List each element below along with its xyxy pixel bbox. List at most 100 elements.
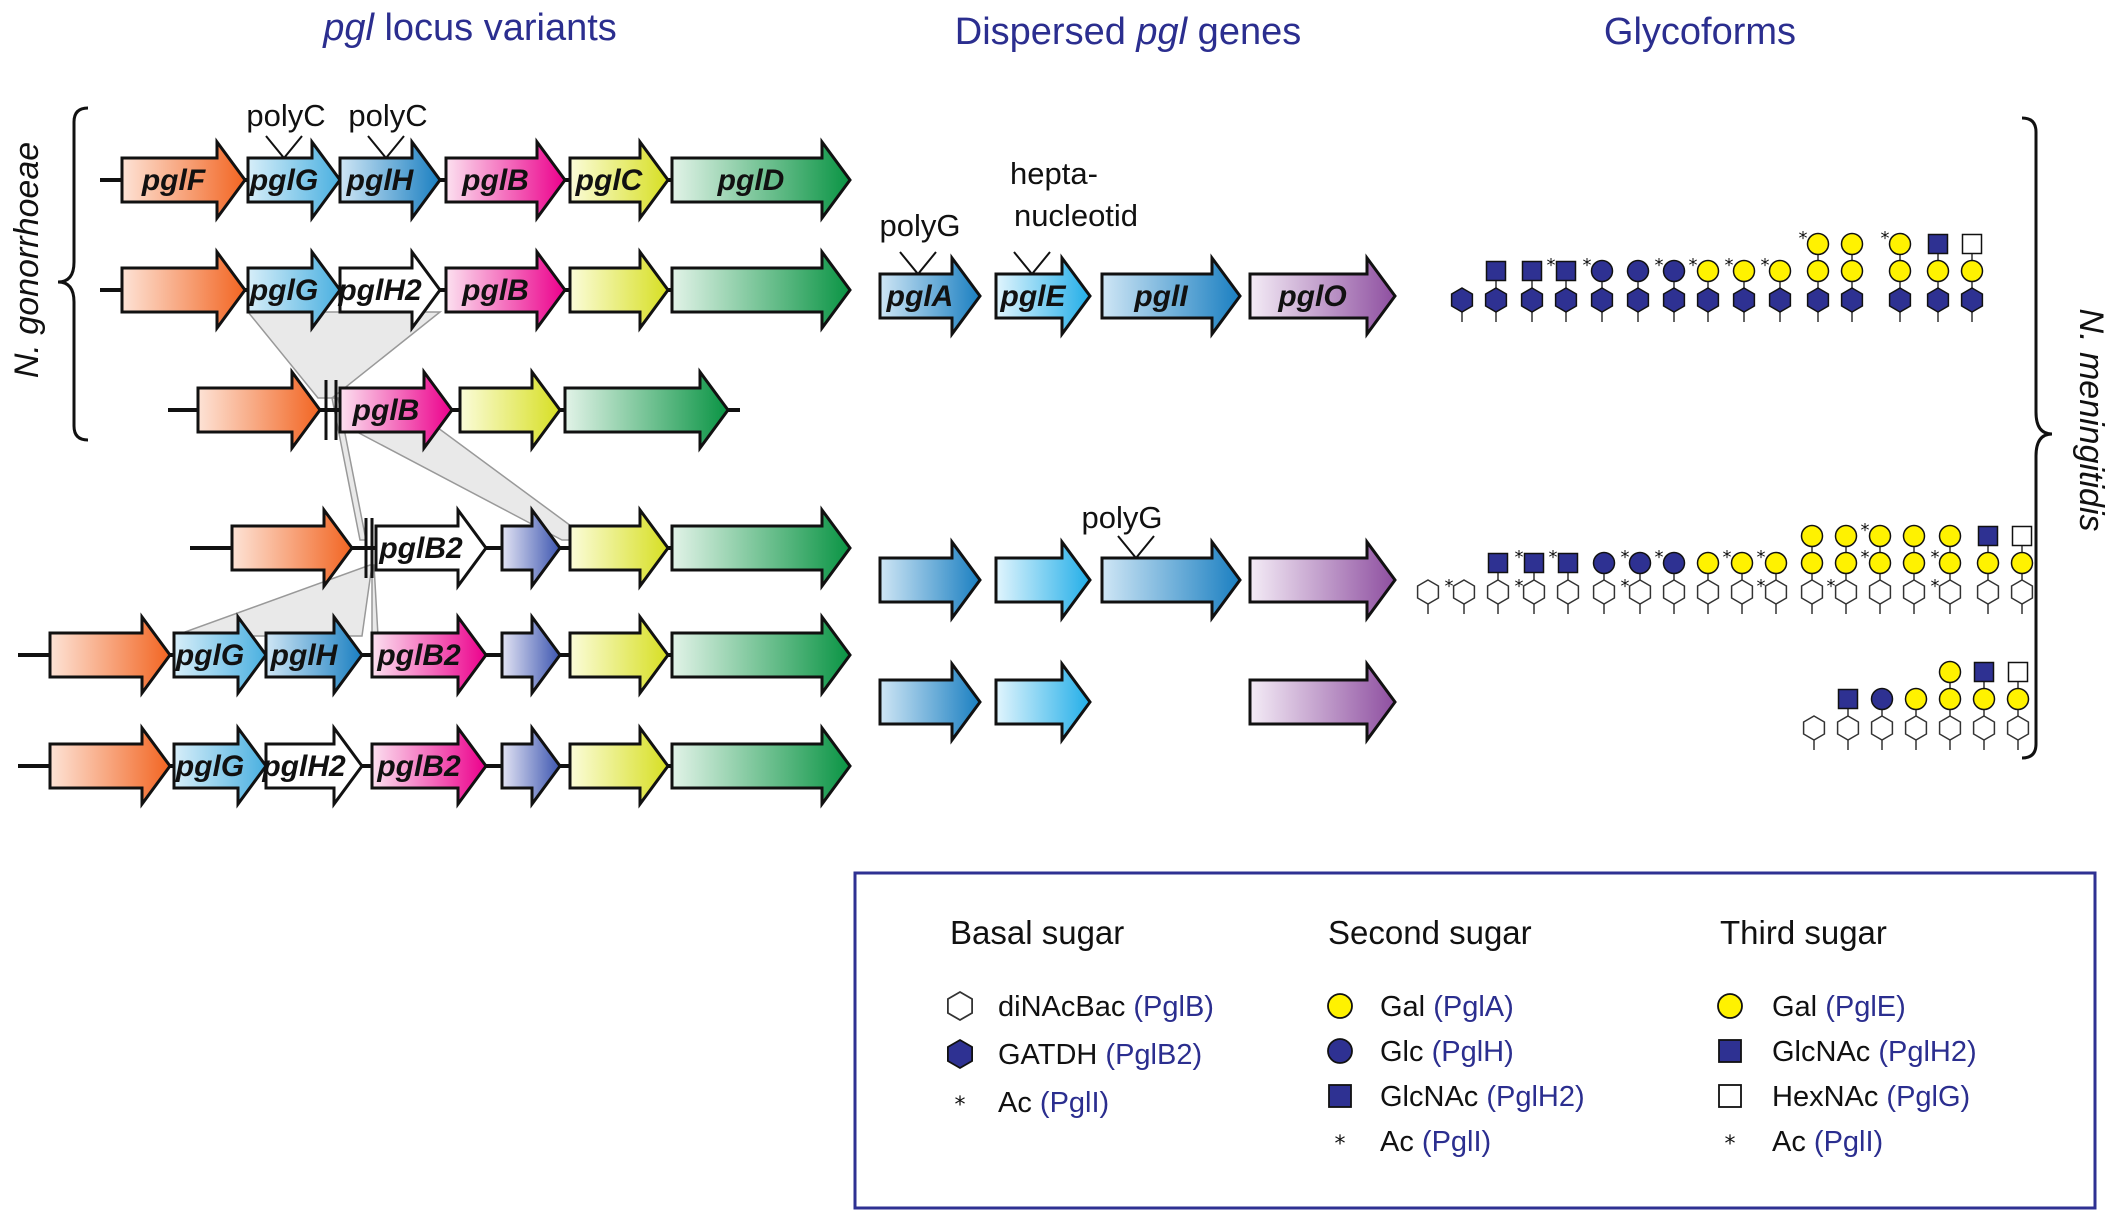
- gatdh-hexagon: [1960, 287, 1984, 313]
- dinacbac-hexagon: [1902, 579, 1926, 605]
- pglI-label: pglI: [1133, 280, 1188, 313]
- dinacbac-hexagon: [1976, 579, 2000, 605]
- cyan-gene-arrow: [994, 659, 1092, 745]
- pglC-label: pglC: [575, 164, 644, 197]
- hexnac-square: [1961, 233, 1983, 255]
- acetyl-asterisk: *: [1931, 547, 1940, 568]
- legend-glc-circle-icon: [1327, 1038, 1353, 1064]
- legend-asterisk-icon: *: [955, 1093, 966, 1118]
- acetyl-asterisk: *: [1655, 547, 1664, 568]
- glcnac-square: [1977, 525, 1999, 547]
- gal-circle: [1840, 259, 1864, 283]
- legend-square-filled-icon: [1718, 1039, 1742, 1063]
- orange-gene-arrow: [230, 505, 354, 591]
- pglB-label: pglB: [352, 394, 420, 427]
- legend-basal-item: Ac (PglI): [998, 1087, 1109, 1119]
- legend-basal-item: GATDH (PglB2): [998, 1039, 1202, 1071]
- dinacbac-hexagon: [1836, 715, 1860, 741]
- pglD-gene-arrow: [670, 137, 852, 223]
- pglG-gene-arrow: [246, 247, 342, 333]
- pglB2-label: pglB2: [376, 639, 461, 672]
- pglF-gene-arrow: [120, 137, 247, 223]
- dinacbac-hexagon: [1938, 715, 1962, 741]
- glc-circle: [1592, 551, 1616, 575]
- legend-square-open-icon: [1718, 1084, 1742, 1108]
- navy-gene-arrow: [500, 505, 562, 591]
- gatdh-hexagon: [1662, 287, 1686, 313]
- gatdh-hexagon: [1840, 287, 1864, 313]
- gatdh-hexagon: [1520, 287, 1544, 313]
- pglG-label: pglG: [175, 639, 244, 672]
- pglG-label: pglG: [249, 164, 318, 197]
- glc-circle: [1662, 259, 1686, 283]
- gal-circle: [1938, 687, 1962, 711]
- acetyl-asterisk: *: [1621, 576, 1630, 597]
- gatdh-hexagon: [1590, 287, 1614, 313]
- legend-gal-circle-icon: [1717, 993, 1743, 1019]
- legend-box: [853, 871, 2097, 1210]
- pglG-gene-arrow: [172, 612, 268, 698]
- hexnac-square: [2007, 661, 2029, 683]
- header-locus-variants: pgl locus variants: [322, 7, 617, 49]
- annotation-tick: [265, 135, 303, 160]
- glcnac-square: [1485, 260, 1507, 282]
- acetyl-asterisk: *: [1861, 547, 1870, 568]
- acetyl-asterisk: *: [1547, 255, 1556, 276]
- pglH2-gene-arrow: [264, 723, 364, 809]
- orange-gene-arrow: [196, 367, 322, 453]
- gatdh-hexagon: [1732, 287, 1756, 313]
- dinacbac-hexagon: [1870, 715, 1894, 741]
- gal-circle: [1764, 551, 1788, 575]
- purple-gene-arrow: [1248, 537, 1397, 623]
- dinacbac-hexagon: [1904, 715, 1928, 741]
- pglB-label: pglB: [461, 164, 529, 197]
- glcnac-square: [1555, 260, 1577, 282]
- cyan-gene-arrow: [994, 537, 1092, 623]
- dinacbac-hexagon: [1972, 715, 1996, 741]
- pglG-label: pglG: [175, 750, 244, 783]
- dinacbac-hexagon: [1628, 579, 1652, 605]
- polyC-annotation-1: polyC: [246, 98, 325, 133]
- heptanucleotide-annotation-line2: nucleotid: [1014, 198, 1138, 233]
- dinacbac-hexagon: [1662, 579, 1686, 605]
- dinacbac-hexagon: [2010, 579, 2034, 605]
- gal-circle: [1972, 687, 1996, 711]
- gatdh-hexagon: [1806, 287, 1830, 313]
- legend-second-item: Gal (PglA): [1380, 991, 1514, 1023]
- heptanucleotide-annotation-line1: hepta-: [1010, 156, 1098, 191]
- gatdh-hexagon: [1888, 287, 1912, 313]
- pglH-label: pglH: [270, 639, 339, 672]
- blue-gene-arrow: [1100, 537, 1242, 623]
- dinacbac-hexagon: [1868, 579, 1892, 605]
- yellow-gene-arrow: [568, 612, 670, 698]
- glcnac-square: [1927, 233, 1949, 255]
- meningitidis-bracket: [2021, 116, 2053, 760]
- header-glycoforms: Glycoforms: [1604, 11, 1796, 53]
- dinacbac-hexagon: [1730, 579, 1754, 605]
- homology-band-lower: [173, 564, 373, 637]
- gatdh-hexagon: [1926, 287, 1950, 313]
- pglB-gene-arrow: [444, 137, 567, 223]
- pglB2-gene-arrow: [370, 723, 488, 809]
- acetyl-asterisk: *: [1515, 547, 1524, 568]
- glc-circle: [1662, 551, 1686, 575]
- glc-circle: [1590, 259, 1614, 283]
- navy-gene-arrow: [500, 723, 562, 809]
- legend-third-item: Ac (PglI): [1772, 1126, 1883, 1158]
- yellow-gene-arrow: [568, 723, 670, 809]
- species-meningitidis: N. meningitidis: [2072, 309, 2110, 532]
- navy-gene-arrow: [500, 612, 562, 698]
- acetyl-asterisk: *: [1757, 547, 1766, 568]
- legend-second-item: Glc (PglH): [1380, 1036, 1514, 1068]
- gal-circle: [1696, 259, 1720, 283]
- glcnac-square: [1973, 661, 1995, 683]
- pglH-gene-arrow: [338, 137, 442, 223]
- pglE-gene-arrow: [994, 253, 1092, 339]
- acetyl-asterisk: *: [1799, 228, 1808, 249]
- acetyl-asterisk: *: [1515, 576, 1524, 597]
- glc-circle: [1870, 687, 1894, 711]
- legend-asterisk-icon: *: [1725, 1132, 1736, 1157]
- pglH2-gene-arrow: [338, 247, 442, 333]
- gal-circle: [1834, 524, 1858, 548]
